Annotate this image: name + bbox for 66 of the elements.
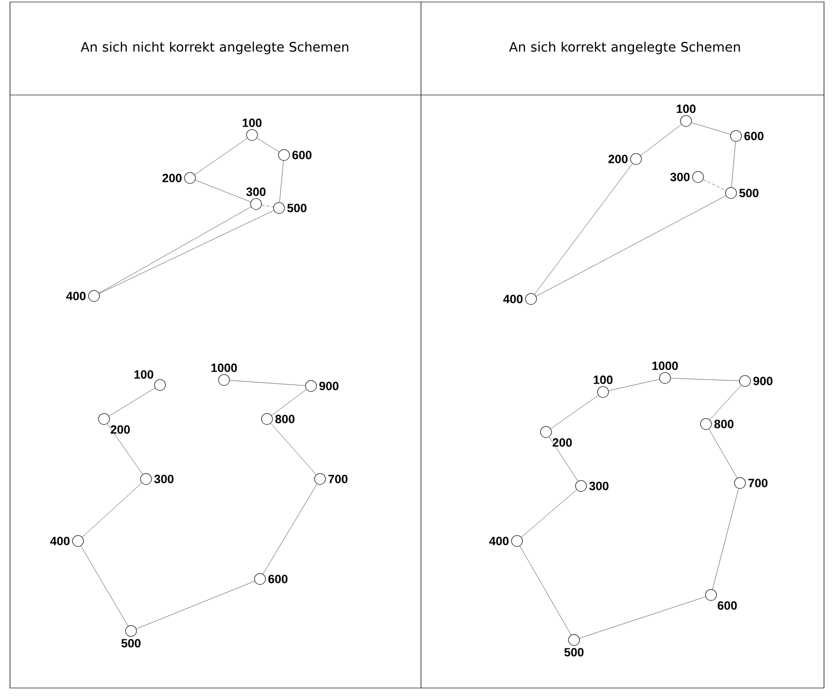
number-label: 300 [589, 482, 608, 490]
number-label: 500 [121, 638, 141, 648]
connector-line [731, 142, 736, 188]
connector-line [194, 138, 248, 175]
connector-line [534, 163, 633, 295]
number-label: 900 [319, 382, 338, 390]
number-label: 1000 [652, 362, 678, 370]
number-label: 600 [268, 574, 288, 584]
connector-line [550, 395, 598, 429]
number-label: 100 [676, 104, 696, 114]
connector-line [262, 484, 318, 574]
connector-line [136, 580, 255, 630]
connector-line [608, 379, 660, 391]
connector-line [579, 596, 706, 638]
number-label: 500 [564, 648, 584, 656]
number-label: 100 [594, 376, 613, 384]
number-label: 600 [292, 150, 312, 160]
number-label: 700 [748, 478, 768, 488]
connector-line [271, 389, 307, 416]
connector-line [548, 436, 578, 482]
number-label: 200 [110, 425, 130, 434]
connector-line [710, 385, 742, 420]
column-header: An sich korrekt angelegte Schemen [509, 42, 740, 54]
connector-line [261, 204, 274, 208]
connector-line [195, 180, 251, 202]
connector-line [702, 179, 726, 191]
connector-line [520, 546, 572, 636]
number-label: 400 [66, 292, 86, 300]
number-label: 200 [162, 174, 182, 182]
number-label: 800 [714, 420, 734, 428]
connector-line [80, 546, 128, 626]
connector-line [108, 388, 156, 416]
connector-line [640, 124, 682, 156]
connector-line [708, 428, 738, 478]
number-label: 300 [246, 188, 266, 196]
connector-line [98, 206, 252, 294]
number-label: 600 [744, 132, 764, 140]
number-label: 700 [328, 474, 348, 484]
connector-line [107, 424, 143, 474]
connector-line [82, 482, 142, 538]
number-label: 300 [670, 172, 690, 182]
connector-line [521, 490, 577, 538]
number-label: 800 [275, 414, 294, 424]
column-header: An sich nicht korrekt angelegte Schemen [80, 42, 348, 54]
connector-line [712, 488, 739, 590]
connector-line [230, 380, 306, 386]
number-label: 100 [242, 118, 262, 128]
number-label: 400 [489, 536, 509, 546]
number-label: 900 [753, 376, 772, 386]
connector-line [670, 378, 740, 381]
number-label: 400 [50, 536, 70, 546]
connector-line [279, 160, 284, 202]
number-label: 200 [608, 154, 628, 164]
number-label: 600 [718, 601, 737, 610]
number-label: 100 [134, 370, 154, 379]
connector-line [691, 122, 731, 135]
connector-line [536, 195, 726, 296]
number-label: 400 [503, 294, 523, 304]
connector-line [270, 423, 316, 475]
number-label: 300 [154, 474, 174, 484]
connector-line [256, 138, 280, 152]
number-label: 200 [552, 438, 572, 447]
number-label: 500 [739, 188, 758, 198]
connector-line [99, 210, 274, 294]
number-label: 500 [287, 204, 306, 212]
number-label: 1000 [211, 364, 237, 372]
